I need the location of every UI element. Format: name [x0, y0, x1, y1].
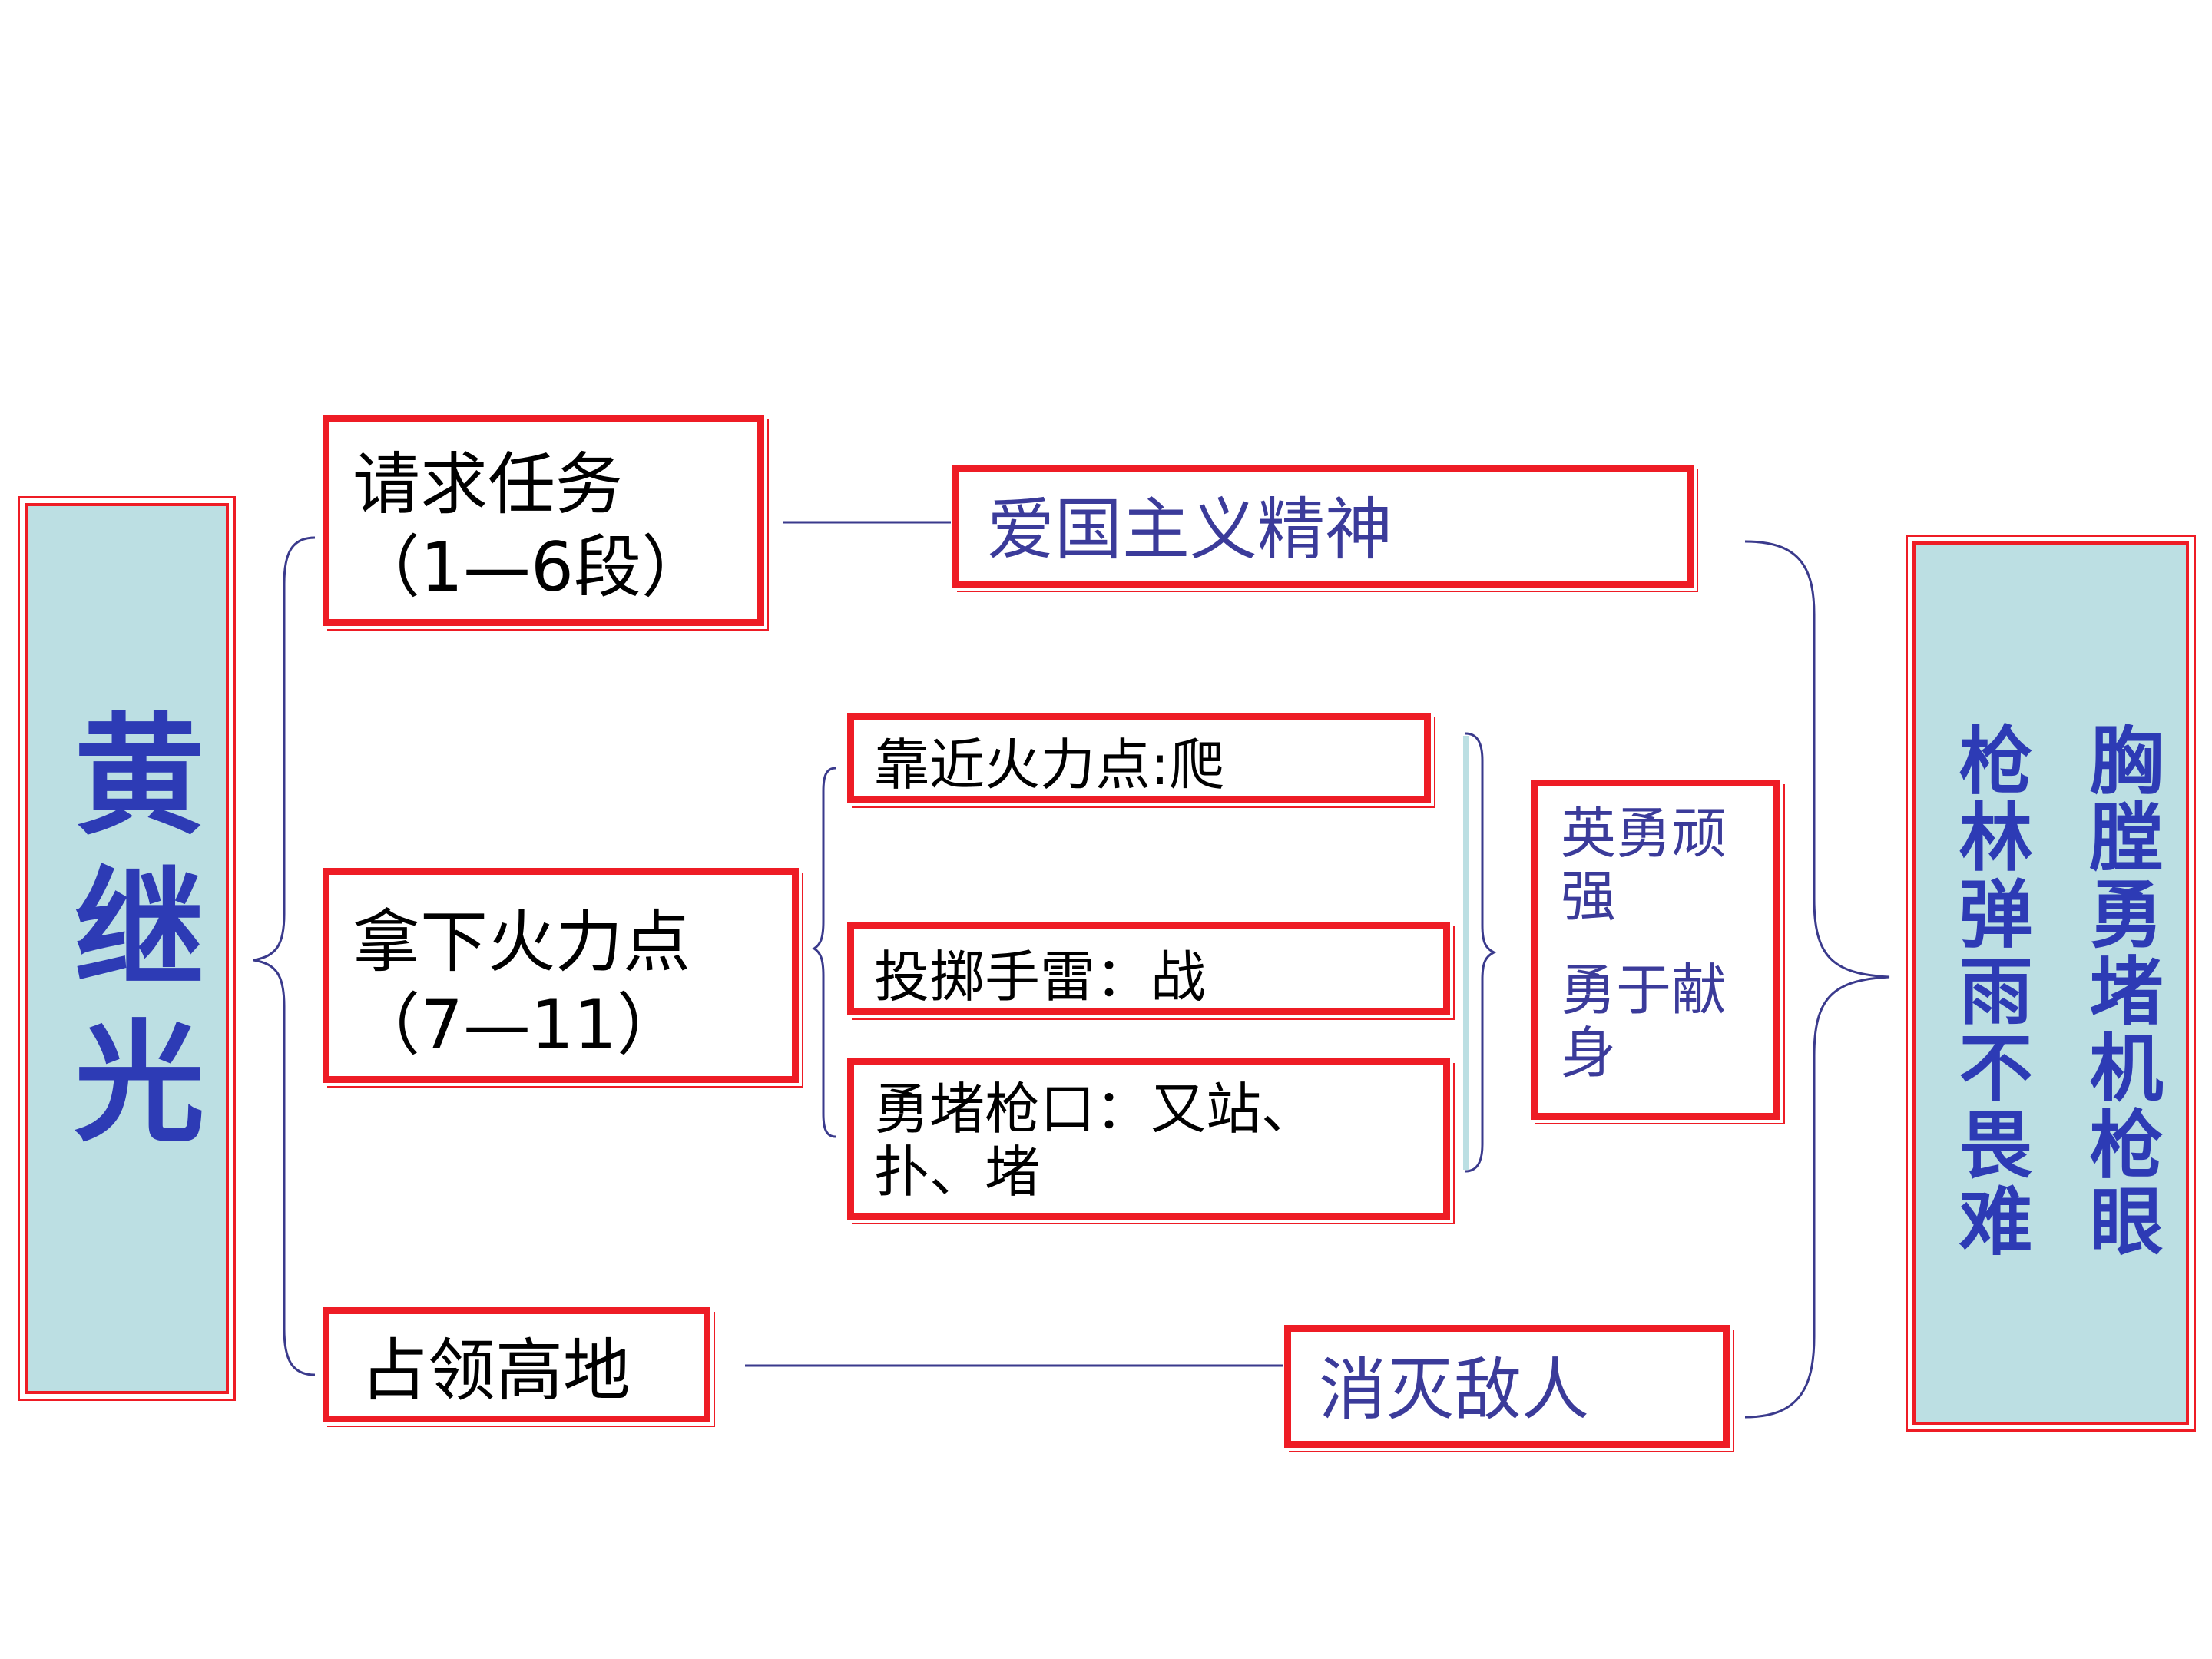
- block-gun-text: 勇堵枪口：又站、扑、堵: [874, 1077, 1317, 1204]
- actions-brace-strip: [1463, 736, 1469, 1170]
- approach-text: 靠近火力点:爬: [874, 733, 1225, 797]
- destroy-enemy-box: 消灭敌人: [1284, 1325, 1730, 1448]
- right-summary-col-2-text: 枪林弹雨不畏难: [1946, 722, 2032, 1260]
- request-task-box: 请求任务 （1—6段）: [323, 415, 764, 626]
- left-title: 黄继光: [46, 707, 207, 1167]
- occupy-highland-text: 占领高地: [360, 1331, 631, 1410]
- block-gun-box: 勇堵枪口：又站、扑、堵: [847, 1058, 1450, 1220]
- grenade-text: 投掷手雷：战: [874, 945, 1207, 1009]
- destroy-enemy-text: 消灭敌人: [1319, 1350, 1590, 1429]
- qualities-line2: 勇于献身: [1561, 958, 1727, 1085]
- right-summary-panel: [1906, 535, 2196, 1432]
- approach-box: 靠近火力点:爬: [847, 713, 1431, 803]
- occupy-highland-box: 占领高地: [323, 1307, 710, 1422]
- take-firepoint-title: 拿下火力点: [353, 902, 691, 982]
- main-left-brace: [253, 536, 316, 1376]
- right-summary-col-2: 枪林弹雨不畏难: [1943, 722, 2035, 1260]
- left-title-panel: [18, 496, 236, 1401]
- qualities-box: 英勇顽强 勇于献身: [1531, 780, 1780, 1120]
- main-right-brace: [1744, 540, 1890, 1419]
- take-firepoint-box: 拿下火力点 （7—11）: [323, 868, 799, 1083]
- actions-right-brace: [1465, 732, 1497, 1173]
- actions-brace: [812, 767, 836, 1138]
- right-summary-col-1: 胸膛勇堵机枪眼: [2074, 722, 2166, 1260]
- qualities-line1: 英勇顽强: [1561, 801, 1727, 929]
- left-title-text: 黄继光: [51, 707, 204, 1167]
- patriotism-box: 爱国主义精神: [952, 465, 1694, 588]
- request-task-range: （1—6段）: [353, 528, 709, 607]
- patriotism-text: 爱国主义精神: [987, 490, 1393, 569]
- take-firepoint-range: （7—11）: [353, 985, 684, 1065]
- right-summary-col-1-text: 胸膛勇堵机枪眼: [2077, 722, 2163, 1260]
- request-task-title: 请求任务: [353, 445, 624, 524]
- grenade-box: 投掷手雷：战: [847, 922, 1450, 1015]
